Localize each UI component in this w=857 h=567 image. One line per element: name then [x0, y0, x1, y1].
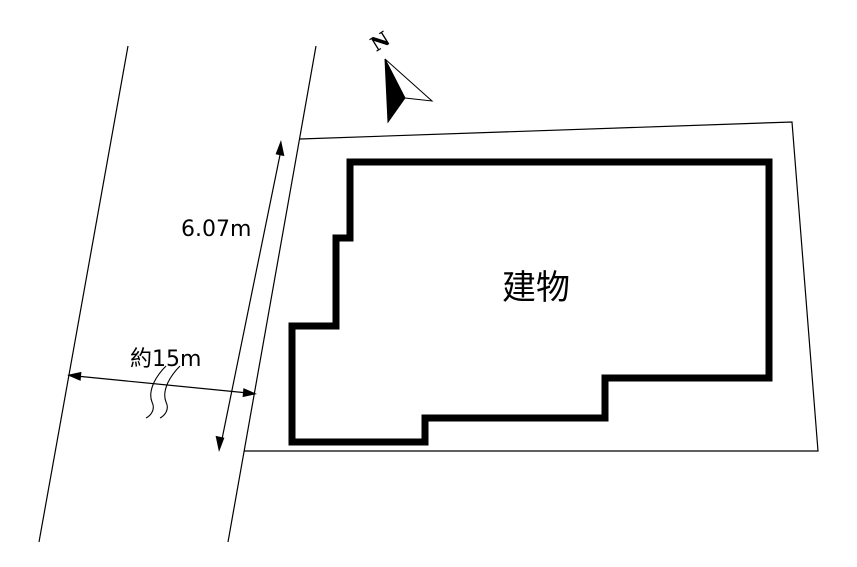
road-width-dimension: [67, 371, 257, 398]
road-width-arrowhead-right: [242, 388, 257, 398]
north-label: N: [366, 26, 394, 56]
frontage-arrowhead-bottom: [215, 435, 225, 452]
break-mark-right: [159, 365, 181, 419]
building-label: 建物: [502, 268, 570, 308]
road-edge-left: [38, 45, 129, 543]
frontage-dimension: [215, 140, 285, 452]
road-width-label: 約15m: [130, 347, 201, 372]
road-edge-right: [227, 45, 317, 543]
break-mark-left: [145, 365, 167, 419]
lot-boundary: [244, 121, 819, 452]
frontage-label: 6.07m: [181, 217, 251, 242]
north-arrow-light-half: [384, 58, 434, 102]
north-arrow: N: [366, 26, 434, 124]
building-outline: [288, 158, 773, 446]
frontage-arrowhead-top: [275, 140, 285, 157]
road-width-arrowhead-left: [67, 371, 82, 381]
